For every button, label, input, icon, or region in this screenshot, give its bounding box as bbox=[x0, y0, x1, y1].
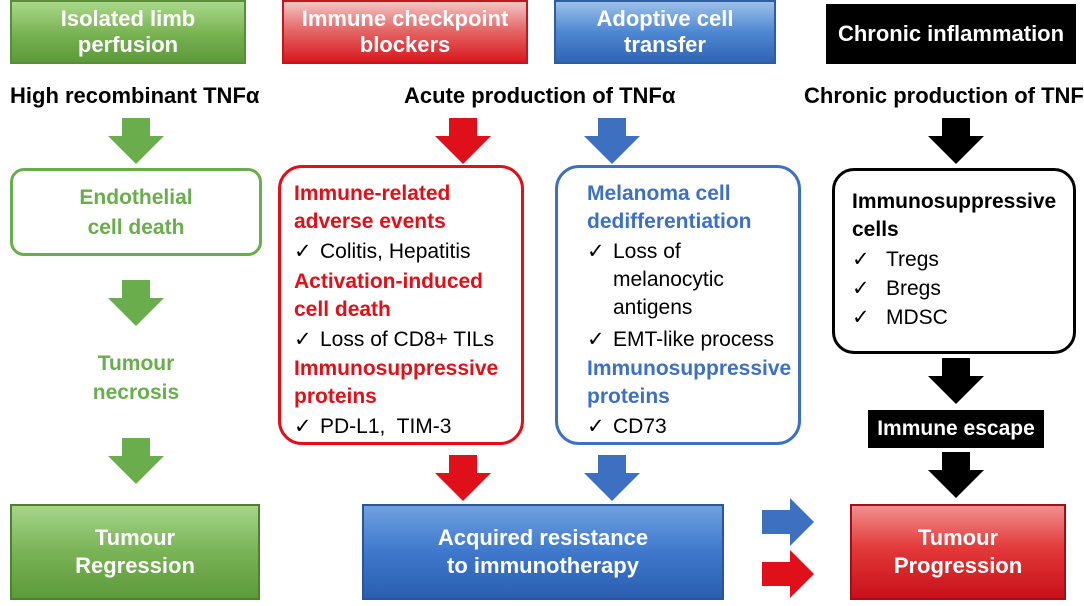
red-heading-aicd-2: cell death bbox=[294, 298, 391, 321]
tumour-necrosis-line2: necrosis bbox=[92, 381, 180, 404]
blue-heading-immunosuppressive-2: proteins bbox=[587, 385, 670, 408]
label-high-recombinant-tnf: High recombinant TNFα bbox=[10, 83, 260, 108]
blue-item-cd73-text: CD73 bbox=[613, 415, 667, 438]
arrow-down-green-2 bbox=[108, 280, 164, 326]
red-heading-immunosuppressive-2: proteins bbox=[294, 385, 377, 408]
header-chronic-inflammation: Chronic inflammation bbox=[826, 4, 1076, 64]
red-item-pdl1-text: PD-L1, TIM-3 bbox=[320, 415, 452, 438]
blue-item-emt-text: EMT-like process bbox=[613, 328, 775, 351]
black-item-mdsc: ✓ MDSC bbox=[852, 304, 948, 332]
checkmark-icon: ✓ bbox=[294, 240, 312, 263]
arrow-down-blue-2 bbox=[584, 455, 640, 501]
header-chronic-label: Chronic inflammation bbox=[837, 21, 1065, 46]
resistance-line1: Acquired resistance bbox=[437, 525, 649, 550]
arrow-down-red-2 bbox=[435, 455, 491, 501]
blue-item-cd73: ✓ CD73 bbox=[587, 413, 667, 441]
endothelial-line2: cell death bbox=[87, 216, 185, 239]
blue-heading-melanoma-2: dedifferentiation bbox=[587, 210, 752, 233]
label-chronic-production-tnf: Chronic production of TNFα bbox=[804, 83, 1084, 108]
black-item-bregs: ✓ Bregs bbox=[852, 275, 941, 303]
immune-escape-text: Immune escape bbox=[877, 417, 1035, 440]
outcome-acquired-resistance: Acquired resistance to immunotherapy bbox=[362, 504, 724, 600]
black-item-mdsc-text: MDSC bbox=[886, 306, 948, 329]
blue-item-melanocytic: melanocytic bbox=[613, 268, 724, 291]
header-act-label: Adoptive cell transfer bbox=[596, 6, 734, 57]
box-endothelial-cell-death bbox=[10, 168, 262, 256]
blue-item-loss: ✓ Loss of bbox=[587, 238, 681, 266]
black-item-tregs: ✓ Tregs bbox=[852, 246, 939, 274]
blue-item-antigens: antigens bbox=[613, 296, 693, 319]
outcome-tumour-progression: Tumour Progression bbox=[850, 504, 1066, 600]
checkmark-icon: ✓ bbox=[852, 306, 870, 329]
arrow-down-black-3 bbox=[928, 452, 984, 498]
checkmark-icon: ✓ bbox=[587, 328, 605, 351]
checkmark-icon: ✓ bbox=[852, 248, 870, 271]
arrow-down-black-1 bbox=[928, 118, 984, 164]
progression-line2: Progression bbox=[893, 553, 1023, 578]
checkmark-icon: ✓ bbox=[294, 415, 312, 438]
box-immune-checkpoint-effects bbox=[278, 165, 524, 445]
arrow-right-red bbox=[762, 550, 814, 598]
arrow-down-black-2 bbox=[928, 358, 984, 404]
header-ilp-label: Isolated limb perfusion bbox=[60, 6, 196, 57]
checkmark-icon: ✓ bbox=[852, 277, 870, 300]
red-heading-irae-2: adverse events bbox=[294, 210, 446, 233]
red-item-cd8-text: Loss of CD8+ TILs bbox=[320, 328, 495, 351]
black-heading-1: Immunosuppressive bbox=[852, 190, 1057, 213]
regression-line1: Tumour bbox=[94, 525, 176, 550]
regression-line2: Regression bbox=[75, 553, 195, 578]
arrow-down-blue-1 bbox=[584, 118, 640, 164]
progression-line1: Tumour bbox=[917, 525, 999, 550]
black-item-tregs-text: Tregs bbox=[886, 248, 939, 271]
immune-escape-label: Immune escape bbox=[868, 410, 1044, 448]
outcome-tumour-regression: Tumour Regression bbox=[10, 504, 260, 600]
checkmark-icon: ✓ bbox=[587, 240, 605, 263]
arrow-down-green-1 bbox=[108, 118, 164, 164]
header-adoptive-cell-transfer: Adoptive cell transfer bbox=[554, 0, 776, 64]
blue-heading-immunosuppressive-1: Immunosuppressive bbox=[587, 357, 792, 380]
blue-item-emt: ✓ EMT-like process bbox=[587, 326, 774, 354]
black-item-bregs-text: Bregs bbox=[886, 277, 941, 300]
red-heading-aicd-1: Activation-induced bbox=[294, 270, 484, 293]
arrow-down-red-1 bbox=[435, 118, 491, 164]
red-item-colitis: ✓ Colitis, Hepatitis bbox=[294, 238, 471, 266]
arrow-right-blue bbox=[762, 498, 814, 546]
checkmark-icon: ✓ bbox=[294, 328, 312, 351]
red-heading-immunosuppressive-1: Immunosuppressive bbox=[294, 357, 499, 380]
red-heading-irae-1: Immune-related bbox=[294, 182, 451, 205]
box-adoptive-cell-effects bbox=[555, 165, 801, 445]
box-immunosuppressive-cells bbox=[832, 168, 1076, 354]
tumour-necrosis-line1: Tumour bbox=[97, 352, 175, 375]
label-acute-production-tnf: Acute production of TNFα bbox=[404, 83, 676, 108]
resistance-line2: to immunotherapy bbox=[447, 553, 639, 578]
endothelial-line1: Endothelial bbox=[79, 186, 193, 209]
red-item-cd8: ✓ Loss of CD8+ TILs bbox=[294, 326, 494, 354]
header-immune-checkpoint-blockers: Immune checkpoint blockers bbox=[282, 0, 528, 64]
header-icb-label: Immune checkpoint blockers bbox=[301, 6, 509, 57]
black-heading-2: cells bbox=[852, 218, 899, 241]
blue-heading-melanoma-1: Melanoma cell bbox=[587, 182, 731, 205]
blue-item-loss-text: Loss of bbox=[613, 240, 681, 263]
red-item-pdl1: ✓ PD-L1, TIM-3 bbox=[294, 413, 451, 441]
red-item-colitis-text: Colitis, Hepatitis bbox=[320, 240, 471, 263]
checkmark-icon: ✓ bbox=[587, 415, 605, 438]
header-isolated-limb-perfusion: Isolated limb perfusion bbox=[10, 0, 246, 64]
arrow-down-green-3 bbox=[108, 438, 164, 484]
